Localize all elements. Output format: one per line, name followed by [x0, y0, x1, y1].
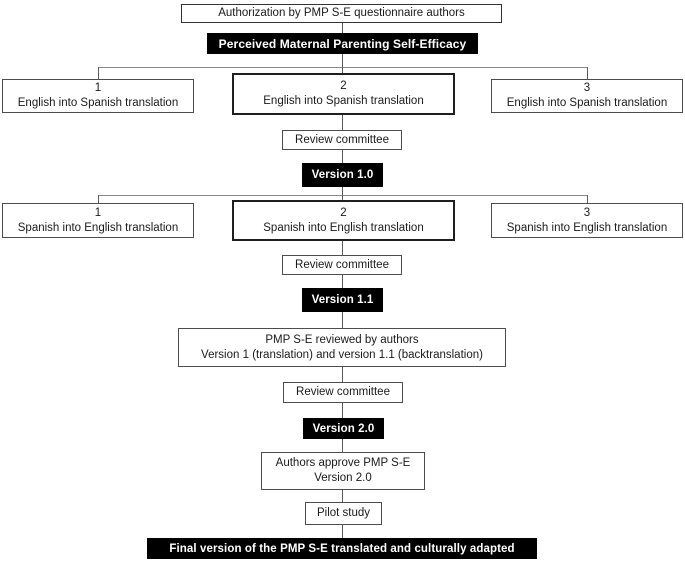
translation-label: English into Spanish translation: [506, 97, 668, 109]
connector-line: [342, 67, 343, 73]
connector-line: [98, 195, 99, 203]
connector-line: [342, 403, 343, 418]
connector-line: [342, 525, 343, 538]
authors-review-box: PMP S-E reviewed by authors Version 1 (t…: [178, 328, 506, 367]
connector-line: [342, 312, 343, 328]
forward-translation-box-3: 3 English into Spanish translation: [491, 79, 683, 113]
version-2-0-badge: Version 2.0: [303, 418, 384, 439]
review-committee-box-2: Review committee: [282, 255, 402, 275]
forward-translation-box-1: 1 English into Spanish translation: [2, 79, 194, 113]
back-translation-box-1: 1 Spanish into English translation: [2, 203, 194, 238]
authors-review-line1: PMP S-E reviewed by authors: [265, 333, 419, 346]
review-committee-box-1: Review committee: [282, 130, 402, 150]
connector-line: [342, 115, 343, 130]
forward-translation-box-2: 2 English into Spanish translation: [232, 73, 455, 115]
translator-number: 1: [94, 206, 102, 219]
translation-label: Spanish into English translation: [263, 221, 424, 234]
connector-line: [342, 54, 343, 67]
connector-line: [587, 195, 588, 203]
translation-label: English into Spanish translation: [17, 97, 179, 109]
translator-number: 2: [340, 80, 347, 93]
connector-line: [342, 187, 343, 195]
authors-approve-line1: Authors approve PMP S-E: [275, 457, 411, 470]
back-translation-box-2: 2 Spanish into English translation: [232, 200, 455, 241]
authorization-box: Authorization by PMP S-E questionnaire a…: [181, 4, 502, 23]
translator-number: 2: [340, 206, 347, 219]
connector-line: [98, 67, 99, 79]
translator-number: 3: [583, 206, 591, 219]
version-1-0-badge: Version 1.0: [302, 163, 383, 187]
connector-line: [587, 67, 588, 79]
connector-line: [342, 367, 343, 382]
connector-line: [342, 150, 343, 163]
pilot-study-box: Pilot study: [305, 502, 382, 525]
authors-approve-line2: Version 2.0: [314, 472, 372, 484]
connector-line: [342, 195, 343, 200]
back-translation-box-3: 3 Spanish into English translation: [491, 203, 683, 238]
authors-review-line2: Version 1 (translation) and version 1.1 …: [201, 348, 483, 361]
translation-label: Spanish into English translation: [17, 221, 179, 234]
connector-line: [342, 490, 343, 502]
connector-line: [342, 241, 343, 255]
translator-number: 1: [94, 82, 102, 95]
connector-line: [342, 275, 343, 288]
final-version-banner: Final version of the PMP S-E translated …: [147, 538, 537, 559]
authors-approve-box: Authors approve PMP S-E Version 2.0: [261, 452, 425, 490]
pmpse-title-banner: Perceived Maternal Parenting Self-Effica…: [207, 33, 478, 54]
review-committee-box-3: Review committee: [283, 382, 403, 403]
translator-number: 3: [583, 82, 591, 95]
translation-label: Spanish into English translation: [506, 221, 668, 234]
translation-label: English into Spanish translation: [263, 95, 424, 107]
connector-line: [342, 438, 343, 452]
version-1-1-badge: Version 1.1: [302, 288, 383, 312]
connector-line: [342, 23, 343, 33]
